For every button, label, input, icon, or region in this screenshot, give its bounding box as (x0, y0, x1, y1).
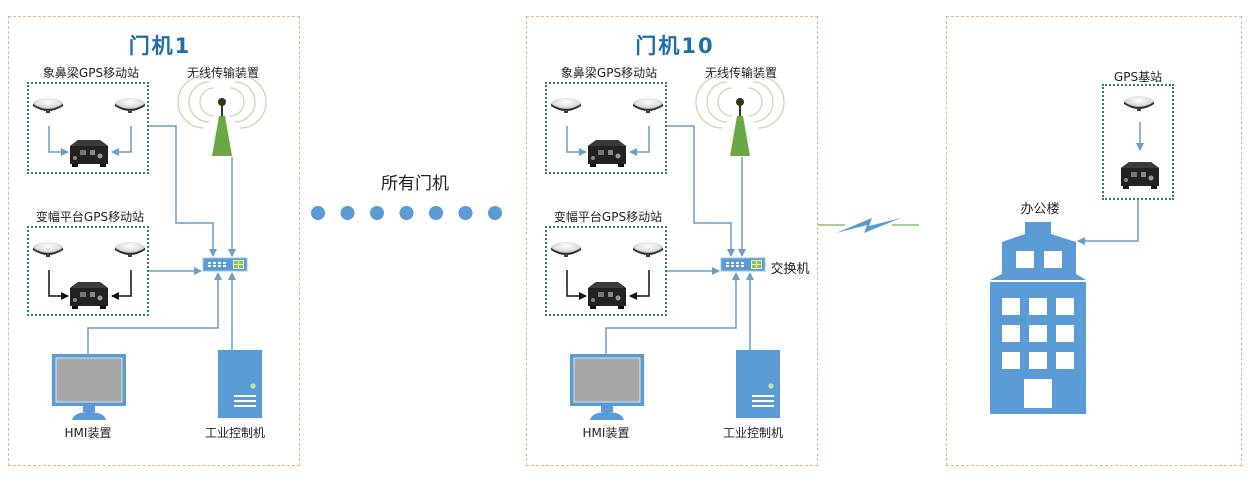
gps-antenna-icon (115, 242, 145, 257)
gantry-10-hmi-label: HMI装置 (582, 426, 630, 440)
network-switch-icon (720, 257, 766, 272)
gantry-10-elephant-gps-group (545, 82, 667, 174)
gantry-1-hmi-label: HMI装置 (64, 426, 112, 440)
wireless-tower-icon (177, 75, 267, 157)
gantry-1-elephant-gps-group (27, 82, 149, 174)
gantry-10-luffing-gps-group (545, 226, 667, 316)
gantry-1-elephant-group-label: 象鼻梁GPS移动站 (42, 66, 140, 80)
monitor-icon (569, 353, 645, 421)
gps-antenna-icon (33, 242, 63, 257)
gantry-10-box (526, 16, 818, 466)
gps-receiver-icon (588, 282, 626, 309)
gps-antenna-icon (115, 98, 145, 113)
server-icon (736, 350, 780, 418)
network-switch-icon (202, 257, 248, 272)
gps-antenna-icon (551, 98, 581, 113)
ellipsis-dot (311, 206, 325, 220)
gantry-10-switch-label: 交换机 (770, 262, 810, 277)
gps-antenna-icon (633, 98, 663, 113)
wireless-link-icon (818, 218, 919, 233)
gantry-1-title: 门机1 (128, 34, 192, 58)
ellipsis-dot (458, 206, 473, 220)
gantry-ellipsis-dots (311, 206, 502, 220)
all-gantries-label: 所有门机 (381, 174, 449, 194)
gps-antenna-icon (33, 98, 63, 113)
gantry-10-elephant-group-label: 象鼻梁GPS移动站 (560, 66, 658, 80)
gantry-1-box (8, 16, 300, 466)
gps-base-station-group (1102, 84, 1174, 200)
gantry-10-title: 门机10 (635, 34, 715, 58)
gantry-10-devices (551, 75, 785, 421)
gps-base-station-label: GPS基站 (1113, 70, 1163, 84)
gantry-1-devices (33, 75, 267, 421)
gantry-10-luffing-group-label: 变幅平台GPS移动站 (553, 210, 663, 224)
office-building-icon (990, 222, 1086, 414)
server-icon (218, 350, 262, 418)
monitor-icon (51, 353, 127, 421)
gps-receiver-icon (1121, 162, 1159, 189)
gps-receiver-icon (588, 140, 626, 167)
ellipsis-dot (370, 206, 384, 220)
wireless-tower-icon (695, 75, 785, 157)
ellipsis-dot (399, 206, 414, 220)
gps-antenna-icon (1124, 96, 1154, 111)
ellipsis-dot (429, 206, 443, 220)
gps-antenna-icon (551, 242, 581, 257)
gantry-1-luffing-group-label: 变幅平台GPS移动站 (35, 210, 145, 224)
gps-receiver-icon (70, 282, 108, 309)
gps-receiver-icon (70, 140, 108, 167)
gantry-1-luffing-gps-group (27, 226, 149, 316)
gps-antenna-icon (633, 242, 663, 257)
gantry-10-ipc-label: 工业控制机 (722, 426, 783, 440)
gantry-1-ipc-label: 工业控制机 (204, 426, 265, 440)
office-box (946, 16, 1242, 466)
ellipsis-dot (488, 206, 502, 220)
office-devices (990, 96, 1159, 414)
ellipsis-dot (340, 206, 355, 220)
office-building-label: 办公楼 (1020, 202, 1060, 217)
